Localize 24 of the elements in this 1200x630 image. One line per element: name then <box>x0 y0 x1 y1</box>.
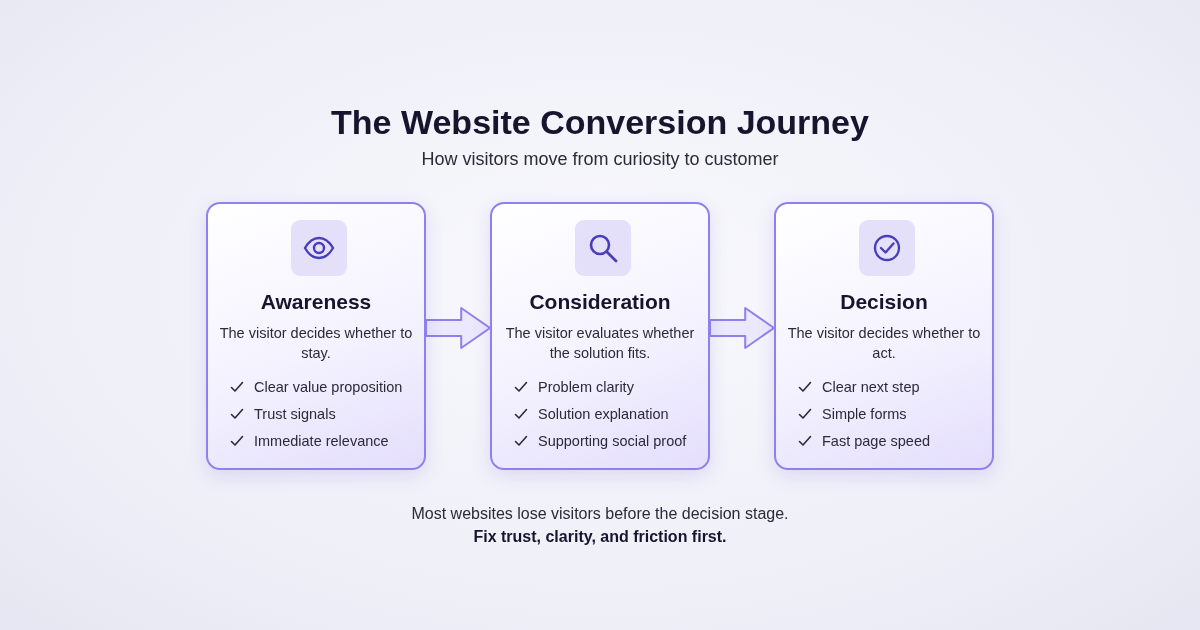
checklist-item: Trust signals <box>254 406 336 422</box>
stage-card <box>206 202 426 470</box>
stage-heading: Awareness <box>259 290 373 314</box>
checklist-item: Clear value proposition <box>254 379 403 395</box>
call-to-action: Fix trust, clarity, and friction first. <box>472 528 728 546</box>
block-arrow <box>425 306 491 349</box>
stage-description: The visitor decides whether to stay. <box>218 324 414 363</box>
stage-heading: Decision <box>839 290 929 314</box>
footer-note: Most websites lose visitors before the decision stage. <box>410 505 790 523</box>
checklist-item: Supporting social proof <box>538 433 687 449</box>
stage-heading: Consideration <box>528 290 672 314</box>
checklist-item: Clear next step <box>822 379 920 395</box>
subtitle: How visitors move from curiosity to customer <box>420 149 780 170</box>
stage-description: The visitor evaluates whether the solution fits. <box>504 324 696 363</box>
stage-card <box>774 202 994 470</box>
block-arrow <box>709 306 775 349</box>
checklist-item: Solution explanation <box>538 406 669 422</box>
checklist-item: Immediate relevance <box>254 433 389 449</box>
checklist-item: Fast page speed <box>822 433 931 449</box>
title: The Website Conversion Journey <box>330 103 870 142</box>
stage-description: The visitor decides whether to act. <box>786 324 982 363</box>
checklist-item: Simple forms <box>822 406 907 422</box>
checklist-item: Problem clarity <box>538 379 634 395</box>
stage-card <box>490 202 710 470</box>
